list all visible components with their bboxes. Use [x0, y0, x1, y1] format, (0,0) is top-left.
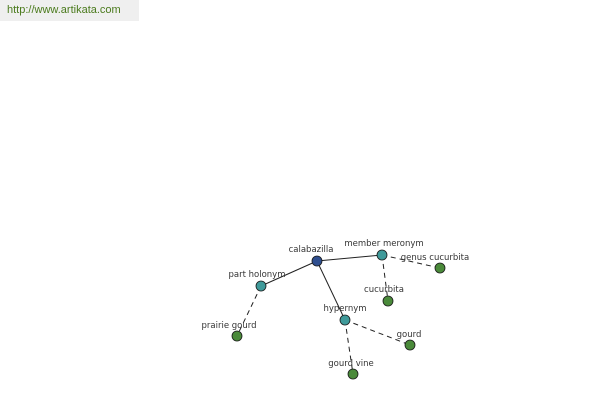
edge-hypernym-to-gourd-vine [344, 319, 354, 375]
node-label-genus-cucurbita[interactable]: genus cucurbita [401, 253, 469, 263]
node-marker-gourd-vine[interactable] [347, 368, 359, 380]
node-hypernym[interactable]: hypernym [323, 304, 367, 326]
node-label-prairie-gourd[interactable]: prairie gourd [202, 321, 257, 331]
node-marker-hypernym[interactable] [339, 314, 351, 326]
node-label-gourd-vine[interactable]: gourd vine [328, 359, 373, 369]
edges-layer [236, 254, 441, 375]
nodes-layer: calabazilla member meronym part holonym hyp… [202, 239, 469, 380]
node-calabazilla[interactable]: calabazilla [289, 245, 334, 267]
node-cucurbita[interactable]: cucurbita [364, 285, 404, 307]
edge-member-meronym-to-cucurbita [381, 254, 389, 302]
node-member-meronym[interactable]: member meronym [344, 239, 424, 261]
node-label-hypernym[interactable]: hypernym [323, 304, 366, 314]
edge-hypernym-to-gourd [344, 319, 411, 346]
node-label-calabazilla[interactable]: calabazilla [289, 245, 334, 255]
node-marker-member-meronym[interactable] [376, 249, 388, 261]
node-label-gourd[interactable]: gourd [397, 330, 422, 340]
source-link[interactable]: http://www.artikata.com [0, 0, 139, 21]
node-label-cucurbita[interactable]: cucurbita [364, 285, 404, 295]
node-marker-gourd[interactable] [404, 339, 416, 351]
node-marker-calabazilla[interactable] [311, 255, 323, 267]
edge-calabazilla-to-part-holonym [260, 260, 318, 287]
edge-part-holonym-to-prairie-gourd [236, 285, 262, 337]
node-prairie-gourd[interactable]: prairie gourd [202, 321, 257, 342]
node-marker-genus-cucurbita[interactable] [434, 262, 446, 274]
edge-calabazilla-to-hypernym [316, 260, 346, 321]
node-gourd[interactable]: gourd [397, 330, 422, 351]
edge-calabazilla-to-member-meronym [316, 254, 383, 262]
edge-member-meronym-to-genus-cucurbita [381, 254, 441, 269]
node-part-holonym[interactable]: part holonym [229, 270, 286, 292]
node-label-part-holonym[interactable]: part holonym [229, 270, 286, 280]
node-marker-prairie-gourd[interactable] [231, 330, 243, 342]
node-genus-cucurbita[interactable]: genus cucurbita [401, 253, 469, 274]
node-label-member-meronym[interactable]: member meronym [344, 239, 423, 249]
node-gourd-vine[interactable]: gourd vine [328, 359, 374, 380]
node-marker-cucurbita[interactable] [382, 295, 394, 307]
node-marker-part-holonym[interactable] [255, 280, 267, 292]
